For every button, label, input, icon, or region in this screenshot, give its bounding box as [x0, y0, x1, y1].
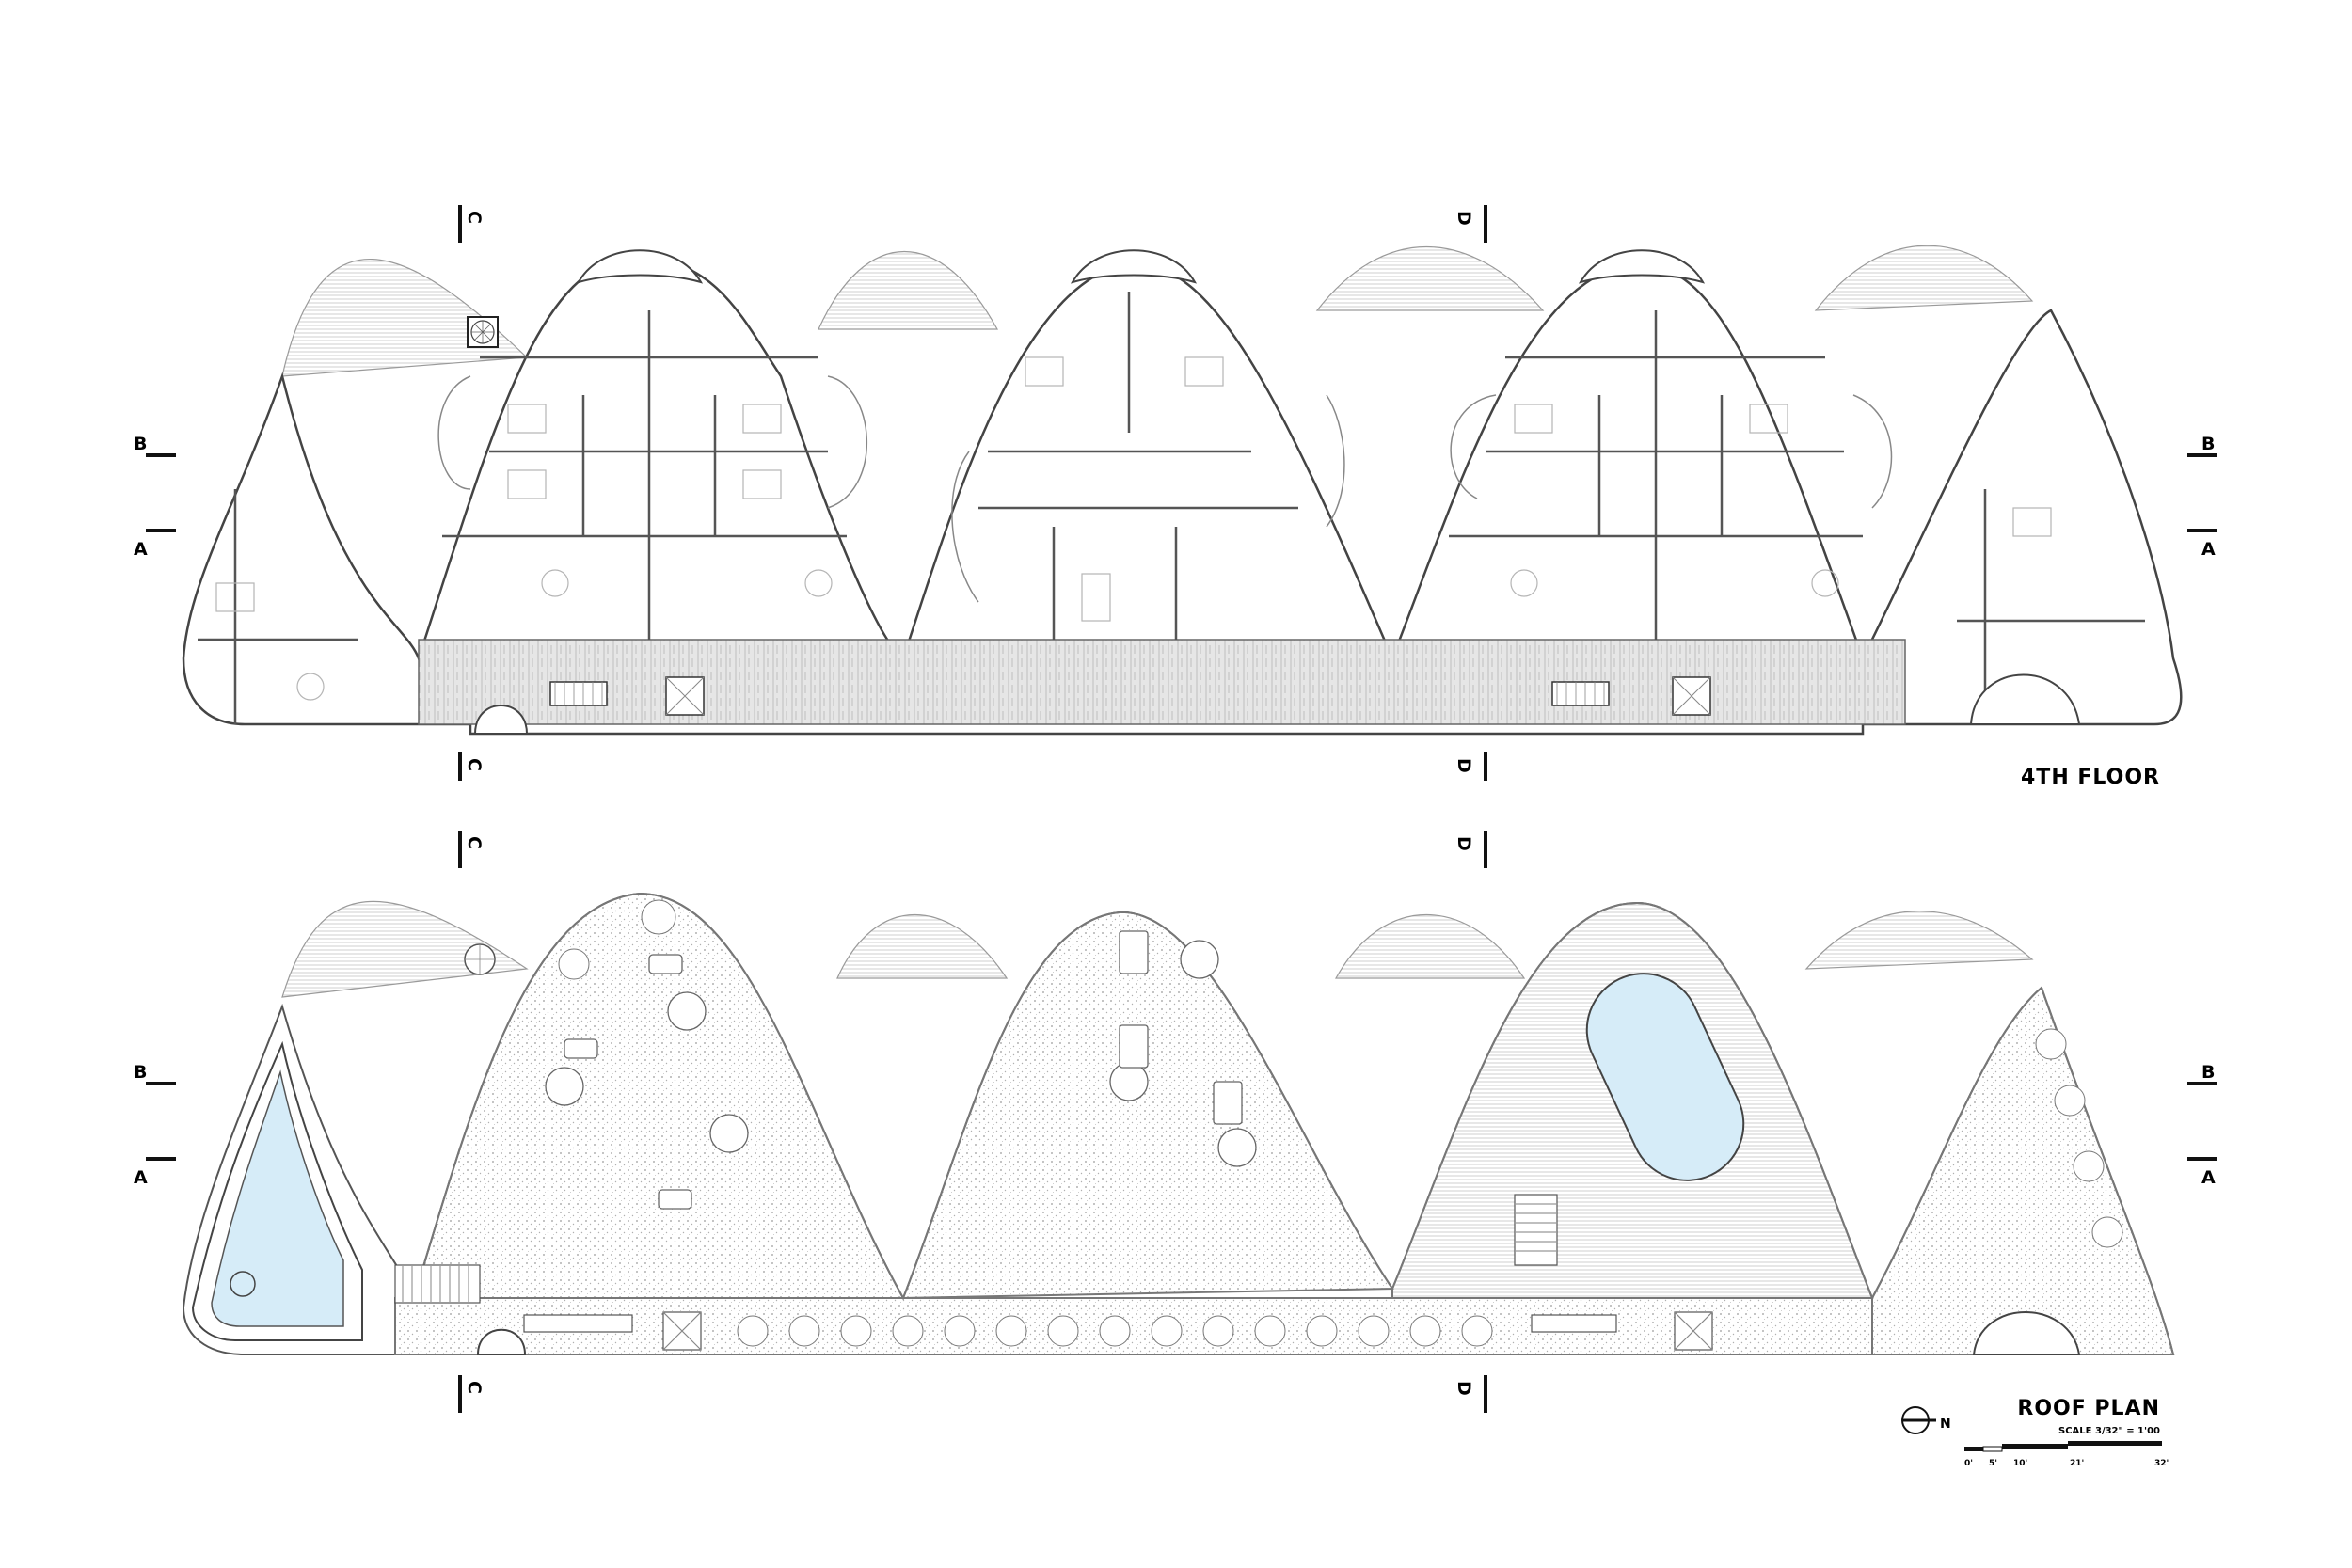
roof-shrubs [558, 899, 2123, 1347]
fourth-floor-title: 4TH FLOOR [2021, 766, 2160, 789]
furniture [215, 356, 2052, 701]
fourth-floor-plan [182, 245, 2183, 736]
section-mark-b-left-floor: B [134, 434, 147, 454]
corridor-cores [549, 676, 1711, 716]
roof-furniture [545, 930, 1257, 1210]
north-arrow-label: N [1940, 1417, 1951, 1432]
section-mark-c-floor-bottom: C [464, 758, 485, 771]
scale-tick-0: 0' [1964, 1459, 1973, 1468]
scale-tick-21: 21' [2070, 1459, 2084, 1468]
roof-background-domes [281, 900, 2034, 998]
oval-pool [1585, 973, 1745, 1181]
section-mark-d-roof-bottom: D [1454, 1381, 1474, 1396]
roof-spiral-stair-icon [464, 943, 496, 975]
section-mark-c-roof-bottom: C [464, 1381, 485, 1394]
section-mark-d-roof-top: D [1454, 836, 1474, 851]
section-mark-a-left-floor: A [134, 539, 148, 560]
interior-walls [198, 292, 2145, 724]
scale-tick-5: 5' [1989, 1459, 1997, 1468]
dome-caps [576, 249, 1706, 284]
section-mark-a-left-roof: A [134, 1167, 148, 1188]
roof-plan [182, 892, 2175, 1355]
section-mark-b-left-roof: B [134, 1062, 147, 1083]
section-mark-a-right-roof: A [2201, 1167, 2216, 1188]
section-mark-a-right-floor: A [2201, 539, 2216, 560]
roof-plan-scale: SCALE 3/32" = 1'00 [2058, 1426, 2160, 1436]
triangle-pool [191, 1040, 363, 1341]
spiral-stair-icon [467, 316, 499, 348]
scale-tick-10: 10' [2013, 1459, 2027, 1468]
roof-stairs [394, 1194, 1713, 1351]
north-arrow-icon: N [1901, 1406, 1951, 1434]
roof-base-arches [476, 1311, 2081, 1355]
base-arches [473, 673, 2081, 735]
background-domes [281, 245, 2034, 377]
balcony-lobes [437, 375, 1893, 603]
section-mark-c-roof-top: C [464, 836, 485, 849]
section-mark-b-right-floor: B [2201, 434, 2215, 454]
section-mark-d-floor-bottom: D [1454, 758, 1474, 773]
scale-tick-32: 32' [2154, 1459, 2169, 1468]
section-mark-c-top: C [464, 211, 485, 224]
floor-outline [182, 257, 2183, 736]
roof-gravel-surfaces [394, 892, 2175, 1355]
section-mark-d-top: D [1454, 211, 1474, 226]
section-marks: C C C C D D D D B A B A B A B A [134, 205, 2217, 1413]
scale-bar: 0' 5' 10' 21' 32' [1964, 1441, 2169, 1468]
section-mark-b-right-roof: B [2201, 1062, 2215, 1083]
roof-plan-title: ROOF PLAN [2017, 1397, 2160, 1420]
